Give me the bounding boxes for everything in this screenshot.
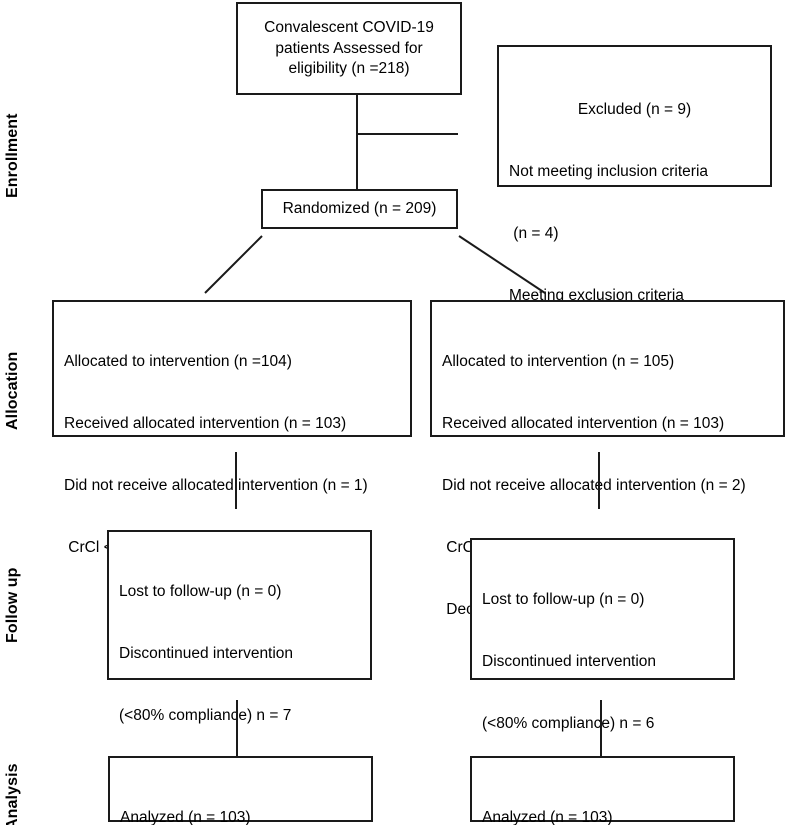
excluded-line-2: Not meeting inclusion criteria (509, 163, 709, 181)
follow-up-left-box: Lost to follow-up (n = 0) Discontinued i… (107, 530, 372, 786)
assessed-line-2: patients Assessed for (275, 39, 423, 57)
connector-split-left (204, 235, 263, 294)
alloc-left-line-1: Allocated to intervention (n =104) (64, 353, 292, 371)
excluded-box: Excluded (n = 9) Not meeting inclusion c… (497, 45, 772, 366)
allocation-left-box: Allocated to intervention (n =104) Recei… (52, 300, 412, 556)
follow-left-line-1: Lost to follow-up (n = 0) (119, 583, 282, 601)
analysis-left-box: Analyzed (n = 103) Excluded from analysi… (108, 756, 373, 825)
connector-assessed-to-randomized (356, 95, 358, 189)
follow-right-line-3: (<80% compliance) n = 6 (482, 714, 655, 732)
assessed-line-1: Convalescent COVID-19 (264, 19, 434, 37)
excluded-line-3: (n = 4) (509, 224, 559, 242)
randomized-line-1: Randomized (n = 209) (282, 200, 437, 218)
follow-left-line-2: Discontinued intervention (119, 645, 294, 663)
analysis-right-box: Analyzed (n = 103) Excluded from analysi… (470, 756, 735, 825)
assessed-for-eligibility-box: Convalescent COVID-19 patients Assessed … (236, 2, 462, 95)
allocation-right-box: Allocated to intervention (n = 105) Rece… (430, 300, 785, 618)
alloc-right-line-2: Received allocated intervention (n = 103… (442, 415, 725, 433)
assessed-line-3: eligibility (n =218) (288, 60, 410, 78)
alloc-left-line-3: Did not receive allocated intervention (… (64, 476, 368, 494)
connector-alloc-left-to-follow-left (235, 452, 237, 509)
connector-randomized-to-excluded (357, 133, 458, 135)
randomized-box: Randomized (n = 209) (261, 189, 458, 229)
connector-alloc-right-to-follow-right (598, 452, 600, 509)
follow-right-line-2: Discontinued intervention (482, 653, 657, 671)
analysis-left-line-1: Analyzed (n = 103) (120, 809, 251, 825)
excluded-line-1: Excluded (n = 9) (577, 101, 692, 119)
connector-follow-left-to-analysis-left (236, 700, 238, 756)
excluded-line-4: Meeting exclusion criteria (509, 286, 684, 304)
follow-right-line-1: Lost to follow-up (n = 0) (482, 591, 645, 609)
alloc-right-line-3: Did not receive allocated intervention (… (442, 476, 746, 494)
follow-left-line-3: (<80% compliance) n = 7 (119, 706, 292, 724)
analysis-right-line-1: Analyzed (n = 103) (482, 809, 613, 825)
alloc-right-line-1: Allocated to intervention (n = 105) (442, 353, 675, 371)
alloc-left-line-2: Received allocated intervention (n = 103… (64, 415, 347, 433)
connector-split-right (458, 235, 546, 294)
follow-up-right-box: Lost to follow-up (n = 0) Discontinued i… (470, 538, 735, 794)
connector-follow-right-to-analysis-right (600, 700, 602, 756)
